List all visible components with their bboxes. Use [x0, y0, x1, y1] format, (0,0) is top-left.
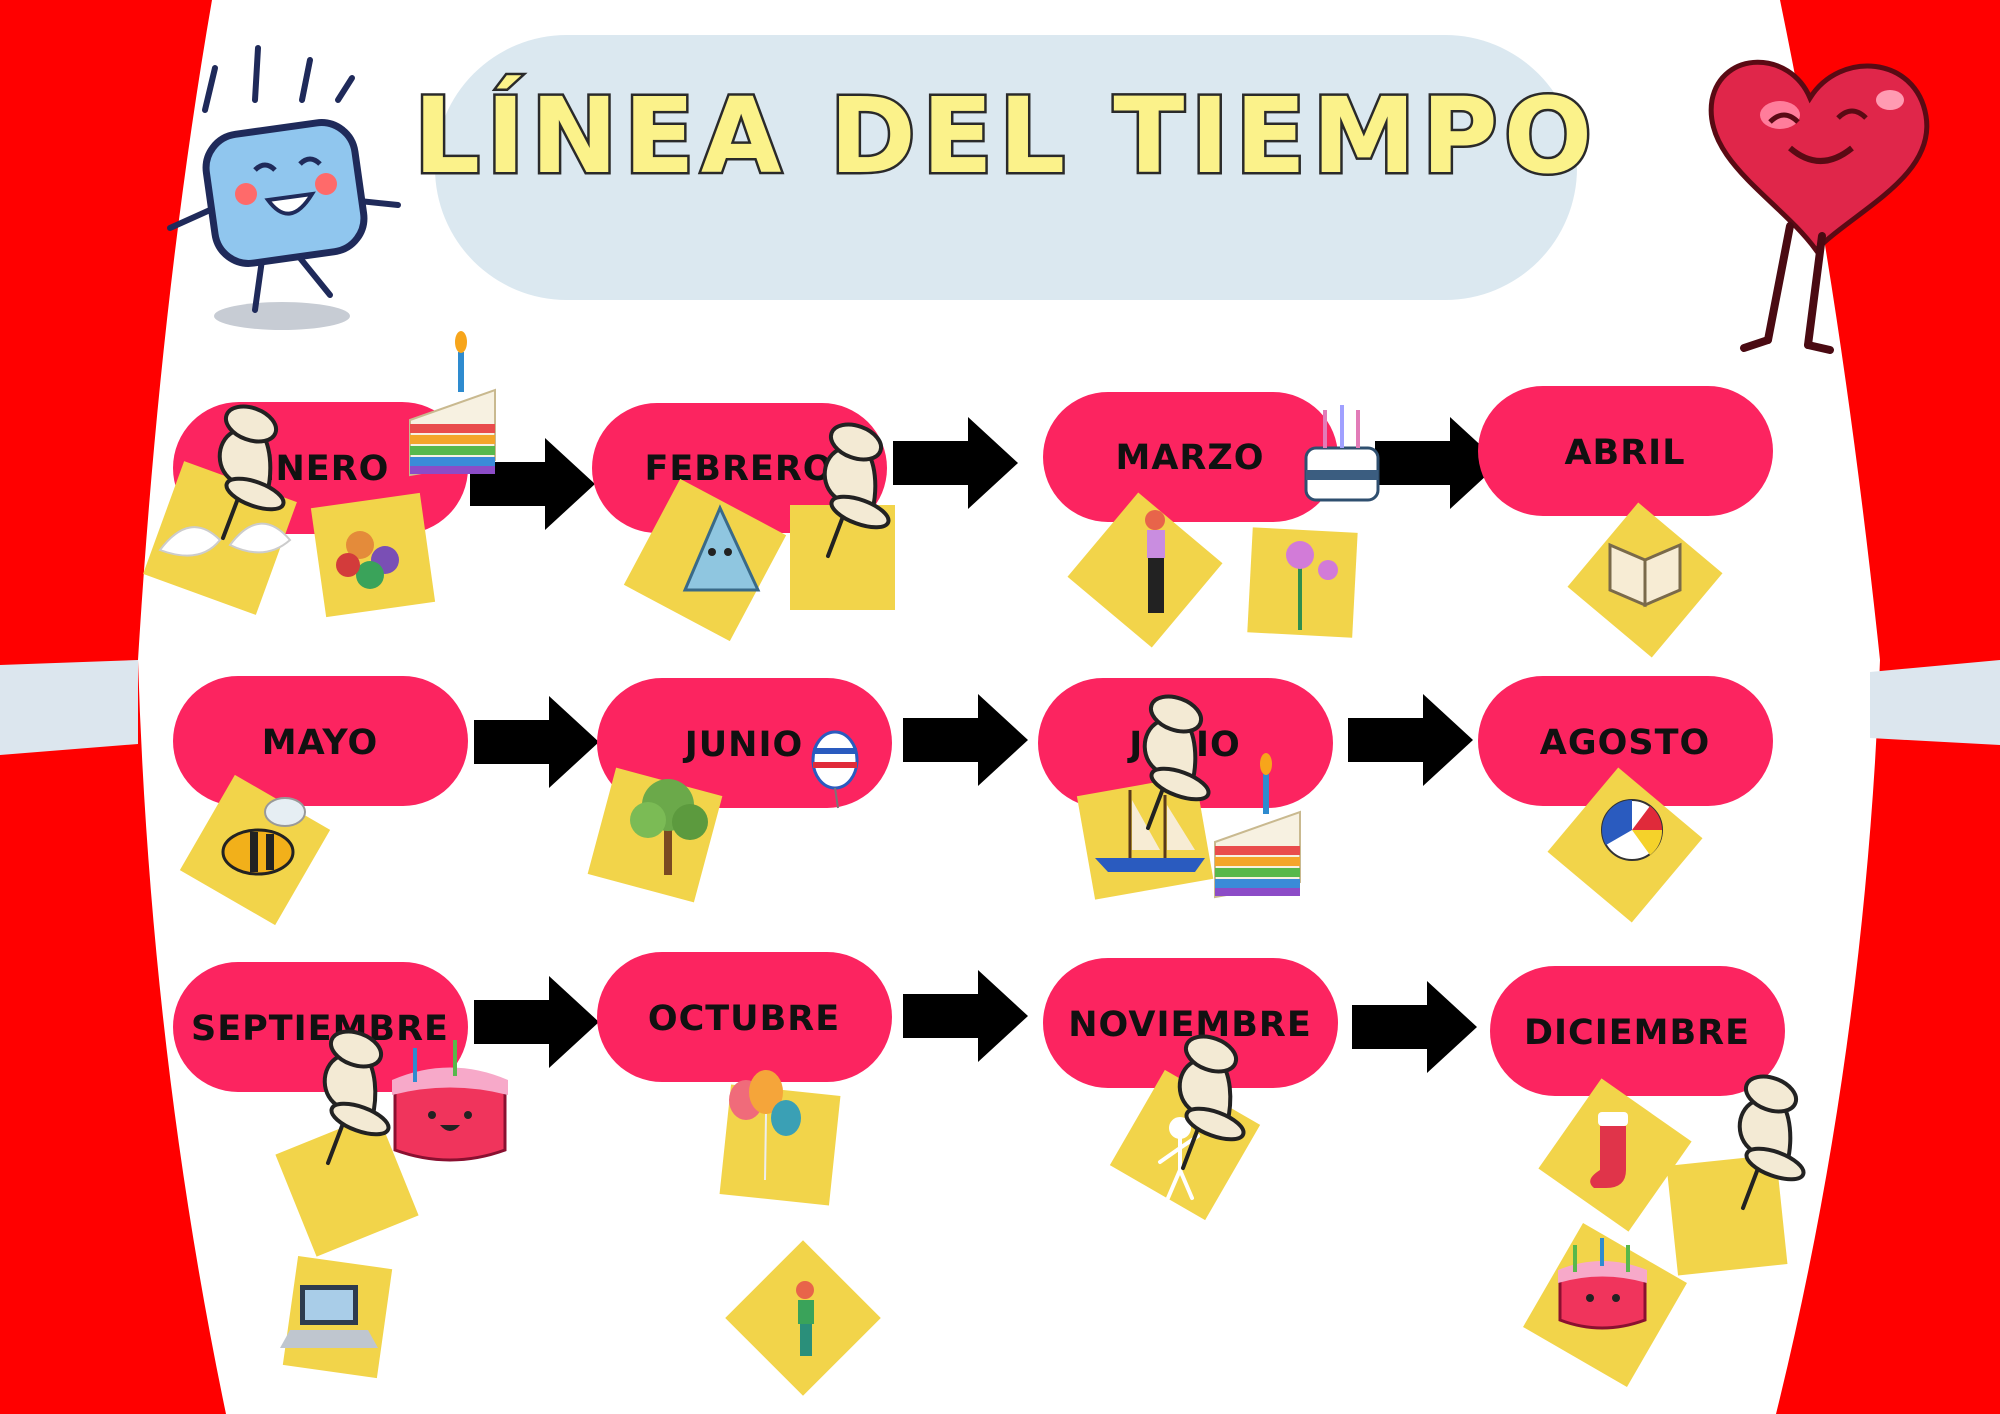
note-person [725, 1240, 881, 1396]
note-balloons [719, 1070, 841, 1206]
woman-figure-icon [1145, 510, 1165, 613]
month-label: AGOSTO [1540, 723, 1710, 763]
month-label: SEPTIEMBRE [191, 1009, 449, 1049]
note-beach-ball [1547, 767, 1703, 923]
month-pill-marzo: MARZO [1043, 392, 1338, 522]
month-pill-septiembre: SEPTIEMBRE [173, 962, 468, 1092]
note-book [1567, 502, 1723, 658]
note-cake-diciembre [1523, 1223, 1687, 1387]
month-label: OCTUBRE [648, 999, 840, 1039]
laptop-icon [280, 1285, 378, 1348]
right-curtain [1776, 0, 2000, 1414]
arrow-julio-agosto [1348, 694, 1473, 786]
note-flower [1247, 527, 1358, 638]
month-pill-octubre: OCTUBRE [597, 952, 892, 1082]
person-figure-icon [796, 1281, 814, 1356]
doves-icon [158, 522, 292, 557]
month-pill-noviembre: NOVIEMBRE [1043, 958, 1338, 1088]
note-stocking [1538, 1078, 1692, 1232]
open-book-icon [1608, 542, 1682, 608]
month-pill-agosto: AGOSTO [1478, 676, 1773, 806]
month-label: MARZO [1116, 438, 1265, 478]
sailboat-icon [1095, 790, 1205, 872]
note-sailboat [1076, 775, 1214, 900]
beach-ball-icon [1601, 799, 1663, 861]
note-party-hat [623, 478, 787, 642]
birthday-cake-icon [1304, 405, 1380, 502]
month-label: DICIEMBRE [1524, 1013, 1750, 1053]
balloons-icon [729, 1070, 801, 1181]
arrow-mayo-junio [474, 696, 599, 788]
skeleton-icon [1158, 1117, 1200, 1200]
cake-slice-icon [409, 330, 496, 476]
month-label: FEBRERO [644, 449, 833, 489]
note-tree [587, 767, 723, 903]
arrow-octubre-noviembre [903, 970, 1028, 1062]
heart-mascot-icon [1708, 59, 1930, 354]
month-pill-mayo: MAYO [173, 676, 468, 806]
arrow-noviembre-diciembre [1352, 981, 1477, 1073]
month-label: ABRIL [1564, 433, 1685, 473]
arrow-febrero-marzo [893, 417, 1018, 509]
month-label: MAYO [262, 723, 378, 763]
note-blank-diciembre [1666, 1154, 1788, 1276]
note-bee [179, 774, 331, 926]
arrow-junio-julio [903, 694, 1028, 786]
month-label: JUNIO [683, 725, 804, 765]
note-laptop [280, 1255, 393, 1379]
month-label: ENERO [251, 449, 390, 489]
month-pill-febrero: FEBRERO [592, 403, 887, 533]
party-hat-icon [682, 504, 761, 592]
title-banner: LÍNEA DEL TIEMPO [411, 35, 1598, 300]
left-curtain [0, 0, 226, 1414]
tree-icon [630, 779, 708, 875]
note-blank-septiembre [275, 1113, 419, 1257]
bee-icon [221, 797, 306, 876]
birthday-cake-icon [1558, 1238, 1647, 1330]
note-woman [1067, 492, 1223, 648]
balloon-icon [811, 730, 859, 809]
page-title: LÍNEA DEL TIEMPO [414, 75, 1598, 197]
arrow-septiembre-octubre [474, 976, 599, 1068]
month-pill-abril: ABRIL [1478, 386, 1773, 516]
flower-icon [1286, 541, 1338, 630]
note-hands [310, 492, 436, 618]
hands-icon [336, 531, 399, 589]
birthday-cake-icon [392, 1040, 508, 1162]
stocking-icon [1590, 1112, 1628, 1188]
robot-mascot-icon [167, 45, 401, 330]
month-pill-diciembre: DICIEMBRE [1490, 966, 1785, 1096]
